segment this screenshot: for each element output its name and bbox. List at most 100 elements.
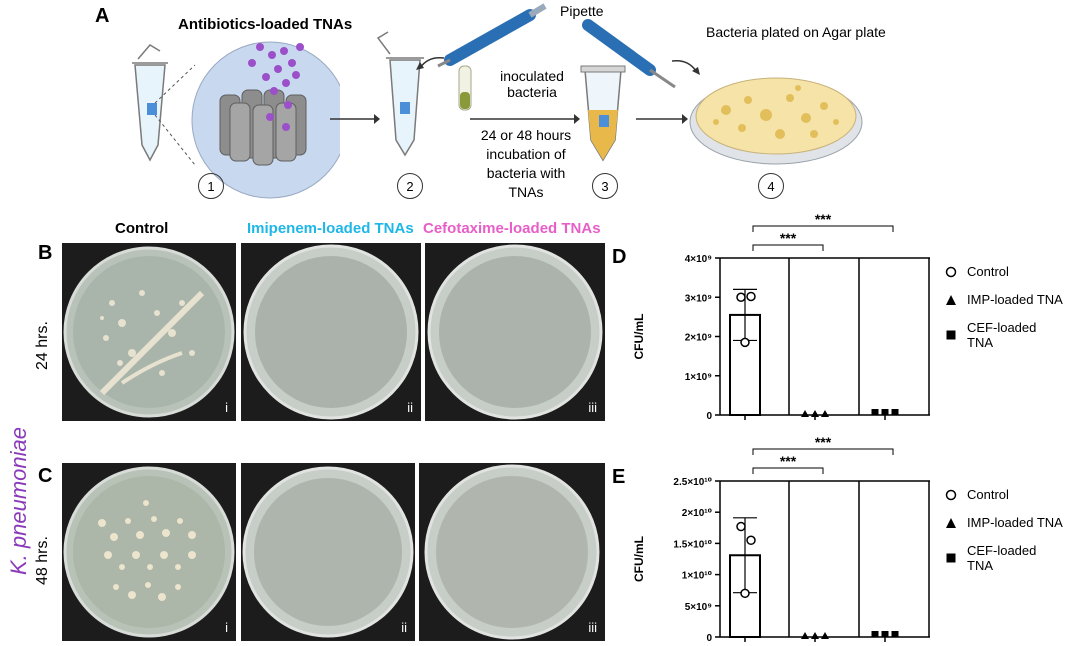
panel-label-a: A — [95, 5, 110, 27]
chart-e-sig-label-1: *** — [815, 435, 832, 450]
header-imipenem: Imipenem-loaded TNAs — [247, 220, 414, 237]
chart-e-point-1-2 — [821, 632, 829, 639]
chart-e-ytick-label-1: 5×10⁹ — [685, 602, 713, 613]
chart-e-point-1-1 — [811, 632, 819, 639]
legend-e-cef: CEF-loaded TNA — [945, 543, 1065, 573]
roman-24-iii: iii — [588, 400, 597, 415]
roman-24-ii: ii — [407, 400, 413, 415]
roman-48-ii: ii — [401, 620, 407, 635]
chart-e-point-0-0 — [736, 521, 746, 532]
panel-label-c: C — [38, 465, 53, 487]
arrow-1-icon — [330, 114, 380, 124]
chart-e-ytick-label-4: 2×10¹⁰ — [682, 508, 712, 519]
nanotube-zoom-icon — [154, 41, 340, 199]
chart-e-point-2-0 — [871, 631, 879, 637]
chart-d-ytick-label-0: 0 — [706, 411, 712, 422]
step-4-badge: 4 — [758, 173, 784, 199]
pipette-2-icon — [582, 19, 676, 89]
triangle-marker-icon — [945, 294, 957, 306]
chart-d-ytick-label-2: 2×10⁹ — [685, 333, 713, 344]
chart-e-point-0-2 — [740, 588, 750, 599]
row-label-24: 24 hrs. — [34, 321, 51, 370]
chart-d-point-0-0 — [736, 292, 746, 302]
plated-label: Bacteria plated on Agar plate — [706, 24, 886, 40]
chart-d-ytick-label-1: 1×10⁹ — [685, 372, 713, 383]
circle-marker-icon — [945, 266, 957, 278]
chart-d-sig-label-1: *** — [815, 211, 832, 227]
chart-d-sig-label-0: *** — [780, 230, 797, 246]
chart-d: CFU/mL 0 1×10⁹ 2×10⁹ 3×10⁹ 4×10⁹ *** *** — [632, 211, 930, 422]
step-1-badge: 1 — [198, 173, 224, 199]
pipette-1-icon — [437, 3, 547, 68]
chart-e: CFU/mL05×10⁹1×10¹⁰1.5×10¹⁰2×10¹⁰2.5×10¹⁰… — [632, 435, 930, 644]
chart-d-point-0-1 — [746, 291, 756, 302]
legend-d-imp: IMP-loaded TNA — [945, 292, 1065, 307]
row-label-48: 48 hrs. — [34, 536, 51, 585]
photo-48h-imipenem: ii — [241, 463, 415, 641]
chart-e-point-1-0 — [801, 632, 809, 639]
legend-e-imp: IMP-loaded TNA — [945, 515, 1065, 530]
tube-2-icon — [376, 31, 424, 157]
chart-d-point-2-0 — [871, 409, 879, 415]
roman-48-i: i — [225, 620, 228, 635]
chart-d-ylabel: CFU/mL — [632, 314, 646, 360]
chart-d-point-1-0 — [801, 410, 809, 417]
pipette-label: Pipette — [560, 3, 604, 19]
panel-label-e: E — [612, 466, 626, 488]
header-cefotaxime: Cefotaxime-loaded TNAs — [423, 220, 601, 237]
header-control: Control — [115, 220, 169, 237]
legend-e-control: Control — [945, 487, 1065, 502]
tube-3-icon — [580, 65, 626, 162]
square-marker-icon — [945, 329, 957, 341]
schematic-title: Antibiotics-loaded TNAs — [178, 16, 353, 33]
agar-plate-icon — [689, 77, 863, 165]
chart-d-point-2-1 — [881, 409, 889, 415]
legend-d-cef: CEF-loaded TNA — [945, 320, 1065, 350]
chart-e-point-2-2 — [891, 631, 899, 637]
panel-label-b: B — [38, 242, 53, 264]
circle-marker-icon — [945, 489, 957, 501]
photo-24h-imipenem: ii — [241, 243, 421, 421]
chart-e-ytick-label-3: 1.5×10¹⁰ — [673, 539, 712, 550]
chart-d-ytick-label-3: 3×10⁹ — [685, 293, 713, 304]
chart-e-sig-bracket-1 — [752, 448, 894, 455]
chart-d-point-0-2 — [740, 337, 750, 348]
chart-e-ylabel: CFU/mL — [632, 536, 646, 582]
legend-d-label-2: CEF-loaded TNA — [967, 320, 1037, 350]
chart-d-point-1-2 — [821, 410, 829, 417]
tube-1-icon — [132, 44, 168, 162]
arrow-3-icon — [636, 114, 688, 124]
chart-e-point-0-1 — [746, 535, 756, 546]
photo-24h-control: i — [62, 243, 236, 421]
legend-d-control: Control — [945, 264, 1065, 279]
chart-d-sig-bracket-1 — [752, 225, 894, 232]
square-marker-icon — [945, 552, 957, 564]
roman-24-i: i — [225, 400, 228, 415]
legend-e-label-0: Control — [967, 487, 1009, 502]
chart-d-ytick-label-4: 4×10⁹ — [685, 254, 713, 265]
chart-e-point-2-1 — [881, 631, 889, 637]
chart-e-sig-label-0: *** — [780, 453, 797, 469]
chart-d-point-1-1 — [811, 410, 819, 417]
chart-d-point-2-2 — [891, 409, 899, 415]
arrow-2-icon — [470, 114, 580, 124]
incubation-text: 24 or 48 hours incubation of bacteria wi… — [480, 127, 572, 200]
tna-illustration — [132, 41, 340, 199]
chart-d-sig-bracket-0 — [752, 244, 824, 251]
curve-arrow-1-icon — [416, 56, 445, 70]
legend-d-label-0: Control — [967, 264, 1009, 279]
panel-label-d: D — [612, 246, 627, 268]
chart-e-sig-bracket-0 — [752, 467, 824, 474]
bacteria-vial-icon — [458, 65, 472, 111]
photo-48h-cefotaxime: iii — [419, 463, 605, 641]
roman-48-iii: iii — [588, 620, 597, 635]
inoculated-text: inoculated bacteria — [500, 68, 564, 100]
legend-d: Control IMP-loaded TNA CEF-loaded TNA — [945, 264, 1065, 363]
curve-arrow-2-icon — [671, 59, 700, 75]
legend-e-label-2: CEF-loaded TNA — [967, 543, 1037, 573]
chart-e-ytick-label-2: 1×10¹⁰ — [682, 571, 712, 582]
photo-48h-control: i — [62, 463, 236, 641]
photo-24h-cefotaxime: iii — [425, 243, 605, 421]
chart-e-ytick-label-0: 0 — [706, 633, 712, 644]
species-label: K. pneumoniae — [6, 427, 31, 575]
